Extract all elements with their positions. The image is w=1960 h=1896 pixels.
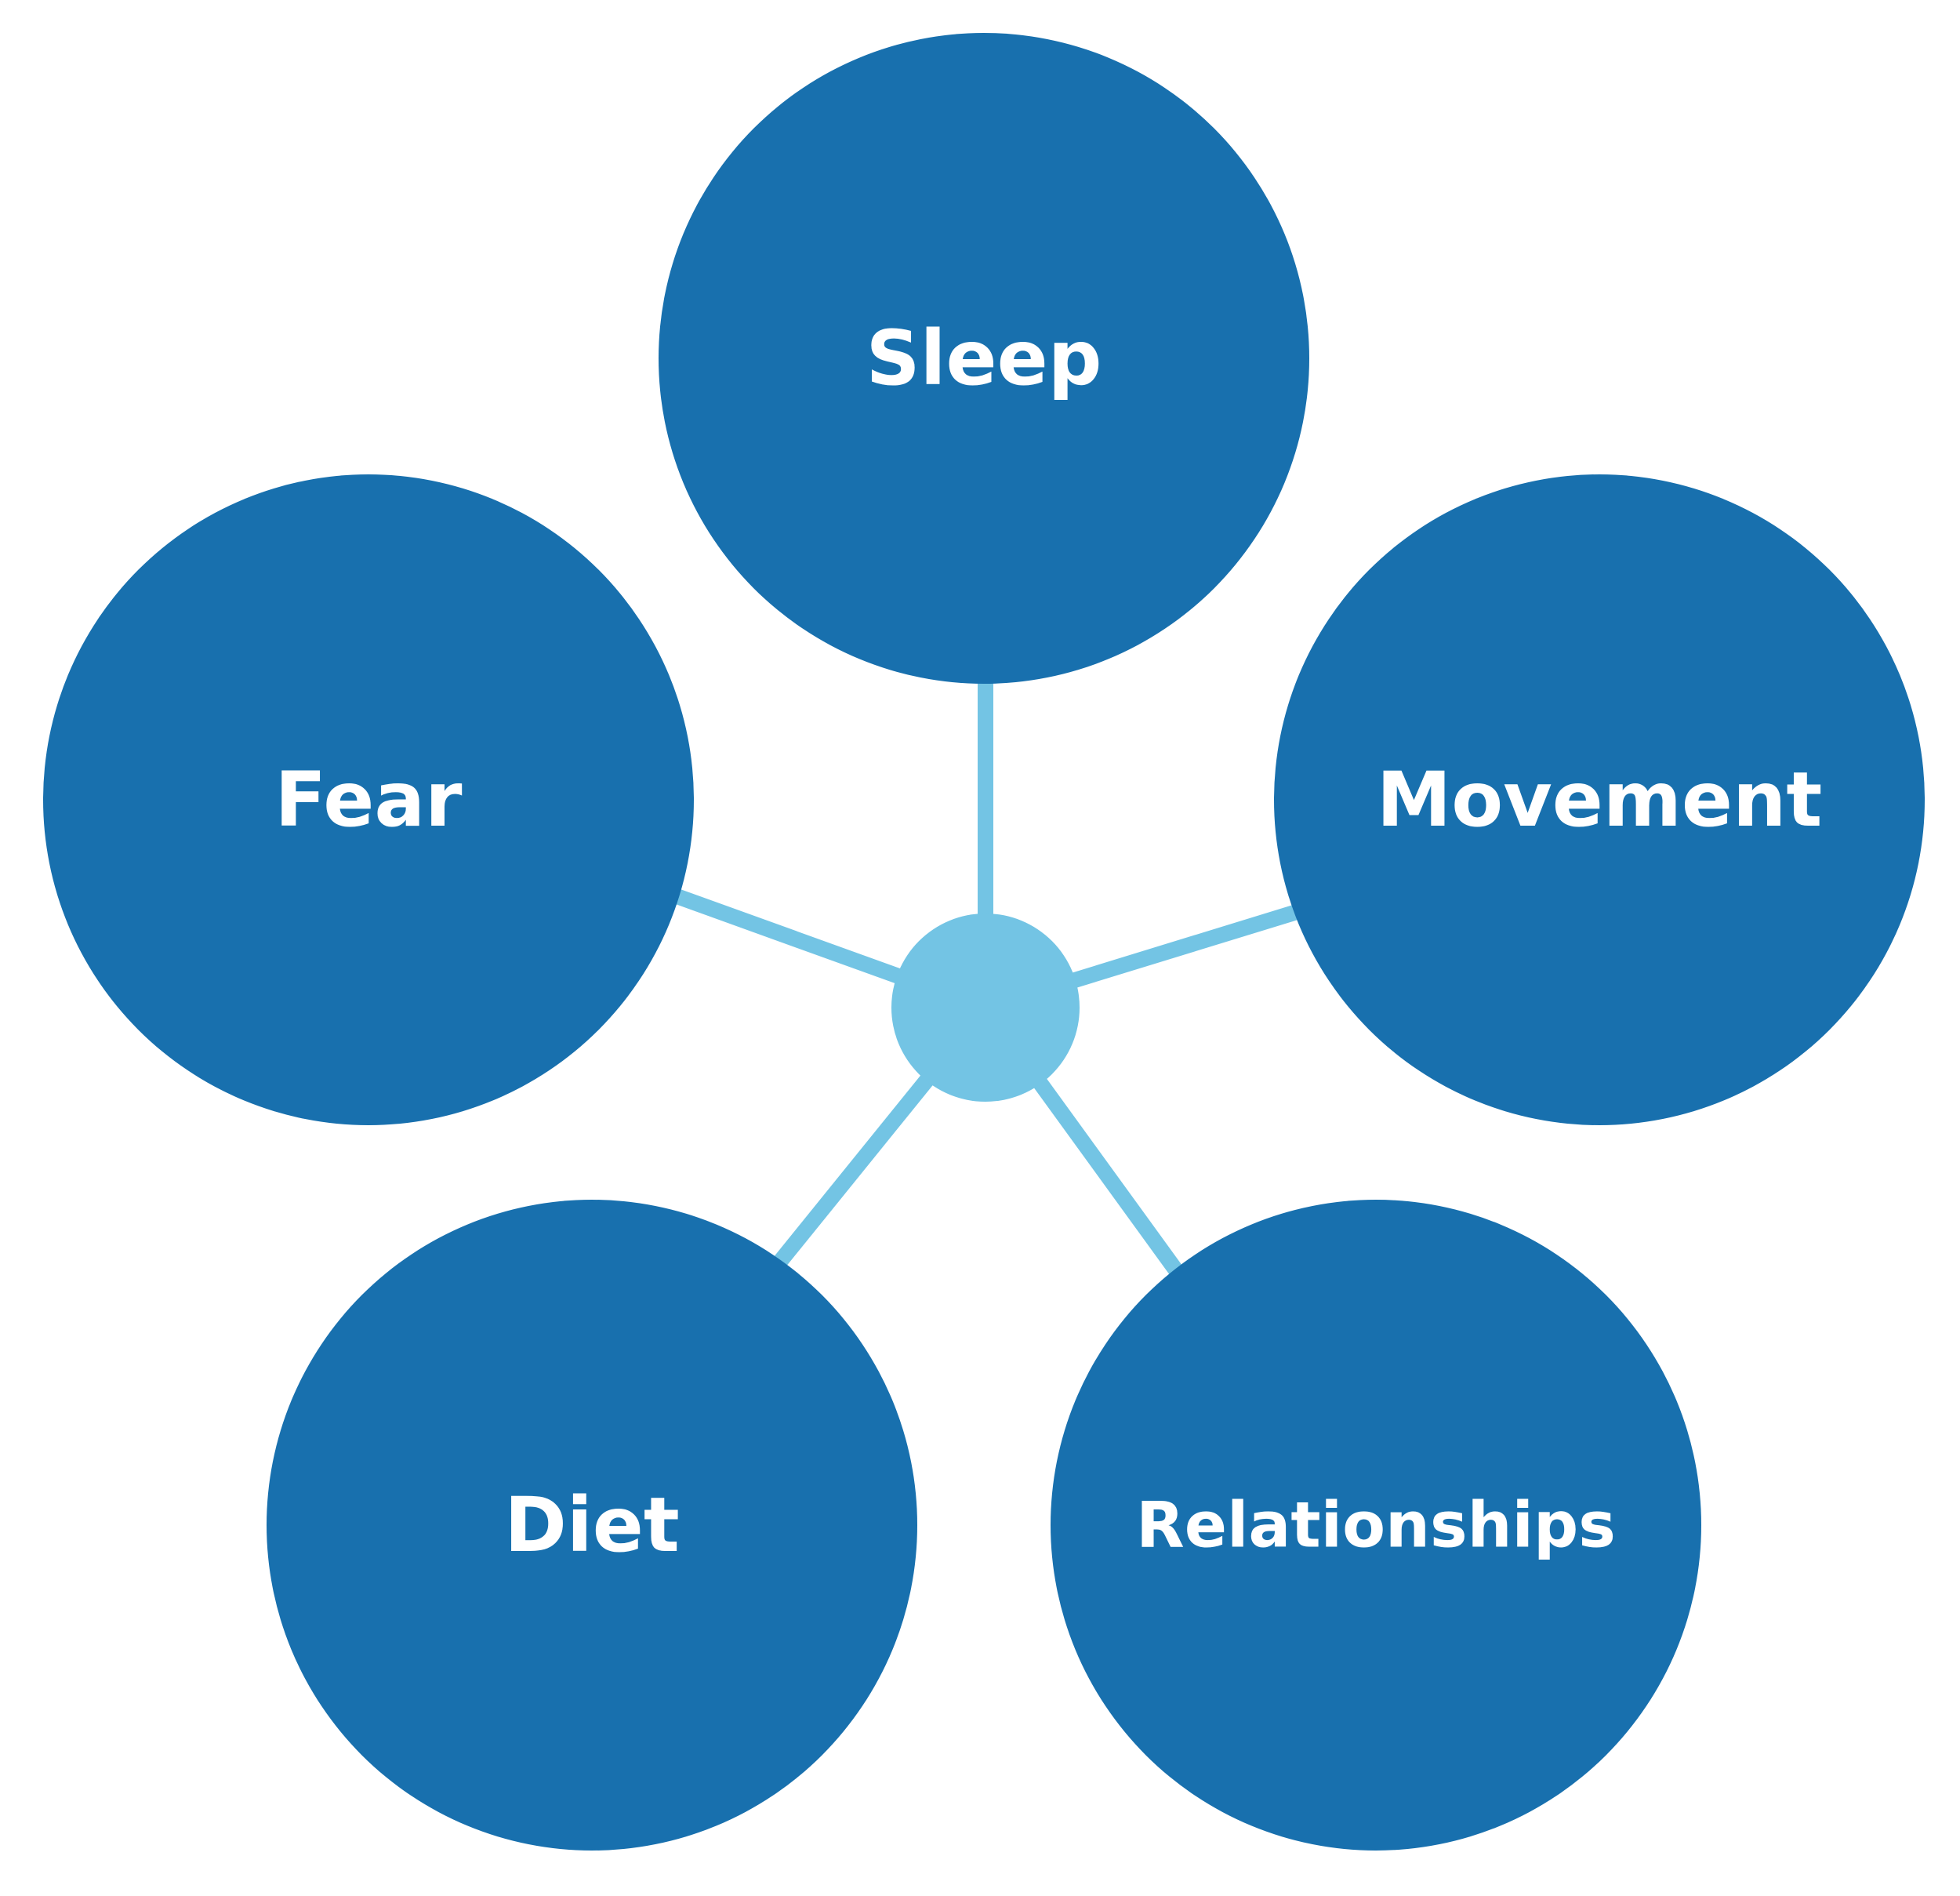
node-relationships-circle bbox=[1051, 1200, 1701, 1851]
node-diet-circle bbox=[267, 1200, 917, 1851]
node-fear: Fear bbox=[43, 474, 694, 1125]
node-movement-label: Movement bbox=[1377, 756, 1823, 844]
center-hub bbox=[891, 913, 1080, 1102]
node-relationships-label: Relationships bbox=[1136, 1489, 1616, 1562]
node-sleep-circle bbox=[659, 33, 1309, 684]
node-movement: Movement bbox=[1274, 474, 1925, 1125]
node-diet: Diet bbox=[267, 1200, 917, 1851]
node-movement-circle bbox=[1274, 474, 1925, 1125]
node-relationships: Relationships bbox=[1051, 1200, 1701, 1851]
node-sleep: Sleep bbox=[659, 33, 1309, 684]
node-fear-label: Fear bbox=[275, 756, 463, 844]
node-diet-label: Diet bbox=[504, 1481, 680, 1569]
node-sleep-label: Sleep bbox=[866, 314, 1102, 402]
node-fear-circle bbox=[43, 474, 694, 1125]
